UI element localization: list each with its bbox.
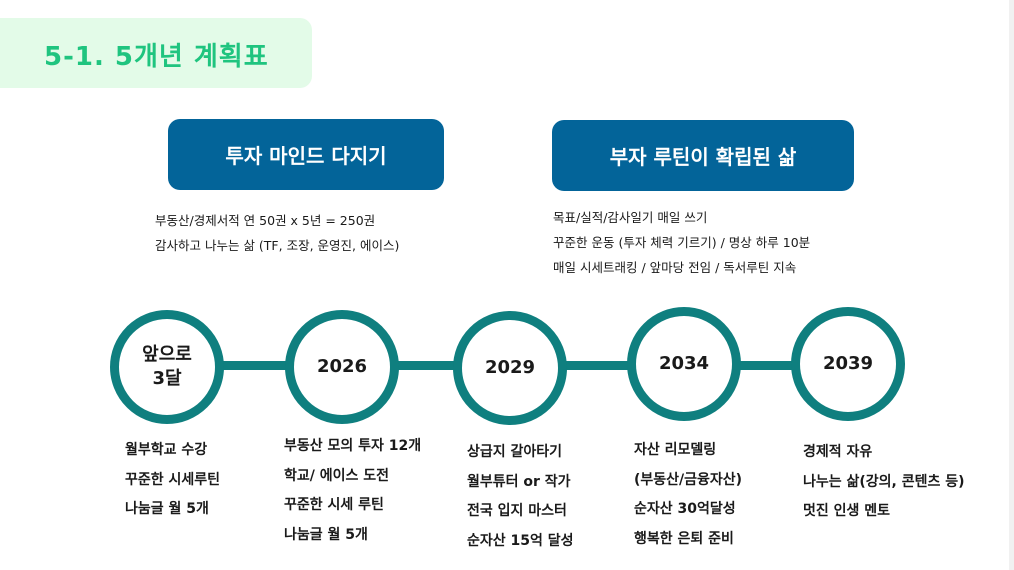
list-item: (부동산/금융자산) — [634, 471, 743, 488]
milestone-items-2026: 부동산 모의 투자 12개 학교/ 에이스 도전 꾸준한 시세 루틴 나눔글 월… — [284, 432, 421, 550]
goal-box-mindset: 투자 마인드 다지기 — [168, 119, 444, 190]
goal-detail: 매일 시세트래킹 / 앞마당 전임 / 독서루틴 지속 — [553, 260, 797, 275]
milestone-items-2039: 경제적 자유 나누는 삶(강의, 콘텐츠 등) 멋진 인생 멘토 — [803, 438, 965, 527]
milestone-2029: 2029 — [453, 311, 567, 425]
list-item: 꾸준한 시세루틴 — [125, 471, 221, 488]
list-item: 행복한 은퇴 준비 — [634, 530, 734, 547]
milestone-2026: 2026 — [285, 310, 399, 424]
goal-detail: 부동산/경제서적 연 50권 x 5년 = 250권 — [155, 213, 376, 228]
goal-detail: 꾸준한 운동 (투자 체력 기르기) / 명상 하루 10분 — [553, 235, 811, 250]
list-item: 멋진 인생 멘토 — [803, 503, 891, 519]
page-title: 5-1. 5개년 계획표 — [44, 42, 269, 72]
goal-detail: 감사하고 나누는 삶 (TF, 조장, 운영진, 에이스) — [155, 238, 400, 253]
goal-detail: 목표/실적/감사일기 매일 쓰기 — [553, 210, 708, 225]
goal-details-routine: 목표/실적/감사일기 매일 쓰기 꾸준한 운동 (투자 체력 기르기) / 명상… — [553, 205, 810, 280]
milestone-items-2034: 자산 리모델링 (부동산/금융자산) 순자산 30억달성 행복한 은퇴 준비 — [634, 436, 742, 554]
list-item: 순자산 30억달성 — [634, 501, 736, 517]
milestone-3-months: 앞으로 3달 — [110, 310, 224, 424]
milestone-items-3-months: 월부학교 수강 꾸준한 시세루틴 나눔글 월 5개 — [125, 436, 220, 525]
goal-box-routine: 부자 루틴이 확립된 삶 — [552, 120, 854, 191]
list-item: 상급지 갈아타기 — [467, 444, 563, 460]
list-item: 꾸준한 시세 루틴 — [284, 497, 384, 513]
milestone-items-2029: 상급지 갈아타기 월부튜터 or 작가 전국 입지 마스터 순자산 15억 달성 — [467, 438, 574, 556]
milestone-2034: 2034 — [627, 307, 741, 421]
list-item: 학교/ 에이스 도전 — [284, 467, 390, 484]
list-item: 나눔글 월 5개 — [284, 526, 368, 543]
list-item: 나누는 삶(강의, 콘텐츠 등) — [803, 473, 965, 490]
list-item: 전국 입지 마스터 — [467, 503, 567, 519]
title-banner — [0, 18, 312, 88]
list-item: 경제적 자유 — [803, 444, 873, 460]
milestone-2039: 2039 — [791, 307, 905, 421]
list-item: 나눔글 월 5개 — [125, 501, 209, 517]
list-item: 월부학교 수강 — [125, 442, 208, 458]
goal-details-mindset: 부동산/경제서적 연 50권 x 5년 = 250권 감사하고 나누는 삶 (T… — [155, 208, 399, 258]
list-item: 순자산 15억 달성 — [467, 532, 574, 549]
list-item: 월부튜터 or 작가 — [467, 473, 571, 490]
divider — [1009, 0, 1014, 570]
list-item: 자산 리모델링 — [634, 442, 717, 458]
list-item: 부동산 모의 투자 12개 — [284, 438, 422, 454]
